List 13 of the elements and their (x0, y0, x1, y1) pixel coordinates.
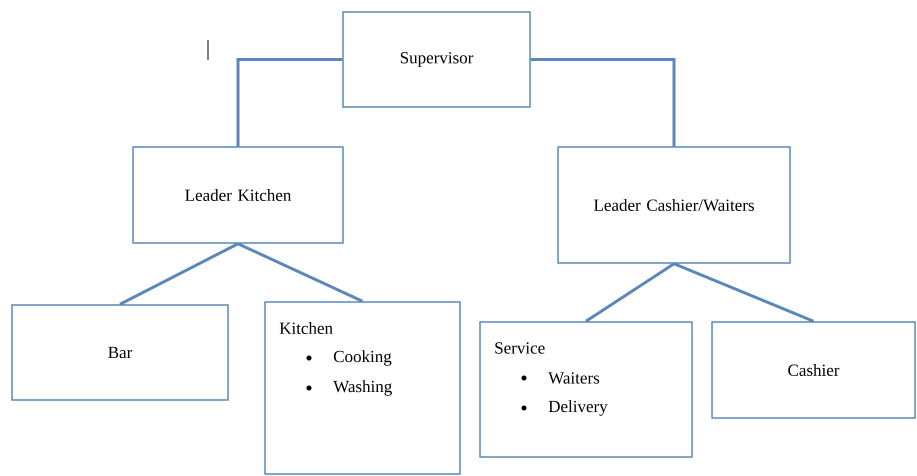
connector-line (236, 58, 342, 146)
connector-line (673, 262, 814, 323)
role-box: Cashier (711, 321, 916, 419)
role-box: Supervisor (342, 11, 531, 108)
list-box: Kitchen Cooking Washing (264, 301, 461, 475)
connector-line (237, 242, 364, 303)
role-box: Leader Cashier/Waiters (557, 146, 791, 264)
connector-line (530, 58, 676, 146)
role-box: Bar (11, 304, 229, 401)
connector-line (119, 242, 239, 306)
connector-line (585, 262, 675, 322)
list-box: Service Waiters Delivery (479, 321, 693, 458)
role-box: Leader Kitchen (132, 146, 344, 244)
